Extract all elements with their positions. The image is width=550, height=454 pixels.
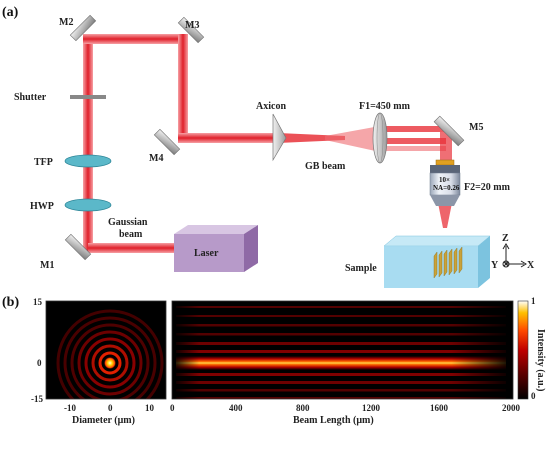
mirror-m4 [153, 128, 181, 156]
mirror-m3 [177, 16, 205, 44]
label-gaussian-2: beam [119, 229, 143, 240]
panel-b-tag: (b) [2, 295, 19, 310]
label-m3: M3 [185, 20, 199, 31]
mirror-m5 [433, 115, 465, 147]
panel-a-tag: (a) [2, 5, 19, 20]
laser-beam-path [83, 34, 452, 253]
left-xtick-2: 0 [108, 403, 113, 413]
lens-f1 [372, 112, 388, 164]
label-hwp: HWP [30, 201, 54, 212]
label-m4: M4 [149, 153, 163, 164]
colorbar-label: Intensity (a.u.) [535, 329, 546, 392]
label-axis-z: Z [502, 233, 509, 244]
tfp-element [64, 154, 112, 168]
label-f1: F1=450 mm [359, 101, 411, 112]
label-objective-1: 10× [439, 176, 450, 184]
axicon-lens [272, 113, 287, 162]
propagation-plot [172, 301, 513, 399]
label-sample: Sample [345, 263, 377, 274]
label-objective-2: NA=0.26 [433, 184, 460, 192]
objective-lens [429, 159, 461, 206]
left-ytick-bottom: -15 [31, 394, 43, 404]
label-m1: M1 [40, 260, 54, 271]
right-xtick-3: 800 [296, 403, 310, 413]
axes-indicator [502, 243, 527, 268]
left-xlabel: Diameter (μm) [72, 415, 135, 426]
label-tfp: TFP [34, 157, 53, 168]
right-xtick-4: 1200 [362, 403, 381, 413]
laser-source [174, 225, 258, 272]
shutter-plate [70, 95, 106, 99]
label-axis-x: X [527, 260, 535, 271]
colorbar [517, 300, 529, 400]
left-ytick-mid: 0 [37, 358, 42, 368]
left-ytick-top: 15 [33, 297, 43, 307]
left-xtick-3: 10 [145, 403, 155, 413]
right-xtick-2: 400 [229, 403, 243, 413]
label-m2: M2 [59, 17, 73, 28]
cross-section-plot [46, 301, 166, 399]
colorbar-tick-max: 1 [531, 296, 536, 306]
label-gb-beam: GB beam [305, 161, 346, 172]
label-shutter: Shutter [14, 92, 47, 103]
hwp-element [64, 198, 112, 212]
label-axis-y: Y [491, 260, 499, 271]
right-xtick-6: 2000 [502, 403, 521, 413]
colorbar-tick-min: 0 [531, 391, 536, 401]
mirror-m2 [69, 14, 97, 42]
right-xtick-5: 1600 [430, 403, 449, 413]
right-xtick-1: 0 [170, 403, 175, 413]
label-m5: M5 [469, 122, 483, 133]
label-gaussian-1: Gaussian [108, 217, 148, 228]
label-laser: Laser [194, 248, 219, 259]
sample-block [383, 235, 491, 288]
mirror-m1 [64, 233, 92, 261]
grating-structure [433, 246, 463, 279]
label-f2: F2=20 mm [464, 182, 511, 193]
left-xtick-1: -10 [64, 403, 76, 413]
label-axicon: Axicon [256, 101, 286, 112]
right-xlabel: Beam Length (μm) [293, 415, 374, 426]
